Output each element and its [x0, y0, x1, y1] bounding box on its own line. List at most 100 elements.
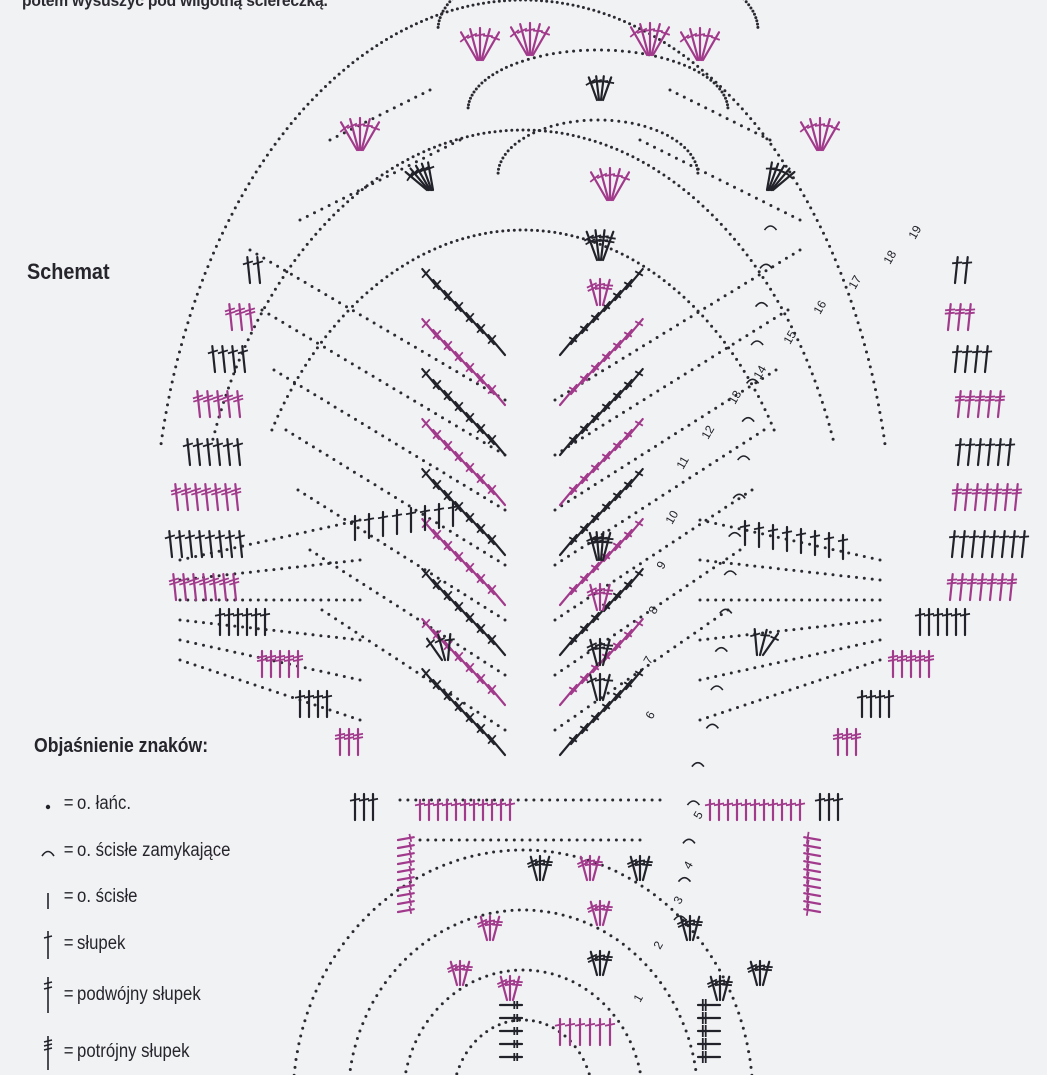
chain-dot: [747, 1050, 751, 1054]
chain-dot: [324, 85, 327, 88]
chain-dot: [536, 229, 539, 232]
chain-dot: [773, 693, 777, 697]
double-stitch: [409, 167, 430, 192]
chain-dot: [466, 106, 470, 110]
double-stitch: [465, 312, 485, 335]
chain-dot: [306, 102, 310, 106]
double-stitch: [222, 438, 234, 467]
chain-dot: [648, 340, 652, 344]
chain-dot: [265, 153, 269, 157]
chain-dot: [722, 598, 725, 602]
chain-dot: [532, 131, 536, 135]
chain-dot: [370, 47, 374, 51]
chain-dot: [456, 643, 460, 647]
chain-dot: [296, 376, 300, 379]
double-stitch: [569, 323, 589, 346]
chain-dot: [383, 543, 387, 546]
chain-dot: [694, 1068, 698, 1071]
double-stitch: [580, 362, 600, 385]
closing-slip-stitch: [745, 378, 760, 384]
chain-dot: [524, 798, 528, 802]
chain-dot: [691, 156, 695, 160]
chain-dot: [578, 983, 582, 987]
double-stitch: [377, 510, 389, 538]
chain-dot: [375, 177, 379, 180]
chain-dot: [406, 158, 410, 161]
chain-dot: [303, 1019, 307, 1023]
double-stitch: [686, 28, 700, 62]
chain-dot: [264, 539, 268, 543]
chain-dot: [645, 142, 649, 146]
chain-dot: [636, 158, 640, 161]
chain-dot: [694, 419, 698, 423]
chain-dot: [768, 598, 772, 602]
double-stitch: [624, 667, 644, 691]
chain-dot: [627, 798, 630, 802]
chain-dot: [677, 184, 681, 188]
chain-dot: [619, 628, 623, 632]
treble-stitch: [498, 1040, 524, 1048]
chain-dot: [737, 669, 741, 673]
chain-dot: [496, 614, 500, 618]
chain-dot: [632, 566, 636, 570]
double-stitch: [476, 572, 496, 596]
round-number-label: 4: [680, 858, 696, 871]
chain-dot: [573, 550, 577, 554]
chain-dot: [361, 635, 365, 639]
chain-dot: [491, 73, 495, 77]
chain-dot: [545, 1023, 549, 1027]
chain-dot: [469, 651, 473, 655]
chain-dot: [745, 598, 749, 602]
chain-dot: [506, 849, 510, 852]
chain-dot: [582, 920, 586, 924]
chain-dot: [506, 149, 510, 153]
chain-dot: [657, 170, 661, 174]
treble-stitch: [208, 572, 220, 602]
chain-dot: [399, 391, 403, 395]
double-stitch: [224, 529, 236, 559]
double-stitch: [982, 345, 993, 374]
chain-dot: [635, 348, 639, 352]
chain-dot: [202, 621, 205, 625]
chain-dot: [572, 49, 576, 53]
chain-dot: [389, 35, 393, 39]
chain-dot: [477, 853, 481, 857]
double-stitch: [803, 895, 822, 908]
chain-dot: [325, 453, 329, 457]
chain-dot: [364, 120, 368, 124]
chain-dot: [317, 289, 321, 292]
chain-dot: [379, 987, 383, 991]
chain-dot: [587, 1072, 591, 1075]
chain-dot: [385, 383, 389, 387]
chain-dot: [500, 68, 504, 72]
chain-dot: [755, 19, 759, 23]
double-stitch: [959, 529, 970, 559]
chain-dot: [698, 678, 702, 682]
chain-dot: [641, 506, 645, 510]
chain-dot: [711, 174, 715, 178]
chain-dot: [256, 598, 260, 602]
chain-dot: [503, 563, 507, 567]
chain-dot: [654, 974, 658, 978]
chain-dot: [808, 365, 812, 369]
treble-stitch: [601, 583, 614, 612]
chain-dot: [658, 898, 662, 901]
chain-dot: [621, 873, 625, 877]
chain-dot: [855, 643, 858, 647]
chain-dot: [335, 673, 338, 677]
chain-dot: [380, 279, 384, 283]
double-stitch: [259, 607, 271, 637]
chain-dot: [706, 676, 710, 680]
chain-dot: [443, 141, 447, 145]
treble-stitch: [1006, 572, 1018, 602]
treble-stitch: [944, 303, 956, 332]
chain-dot: [808, 654, 812, 658]
chain-dot: [392, 106, 396, 110]
chain-dot: [808, 542, 812, 546]
double-stitch: [432, 798, 444, 822]
chain-dot: [311, 352, 315, 356]
chain-dot: [482, 441, 486, 445]
chain-dot: [828, 244, 832, 248]
chain-dot: [731, 352, 735, 356]
double-stitch: [558, 633, 578, 657]
